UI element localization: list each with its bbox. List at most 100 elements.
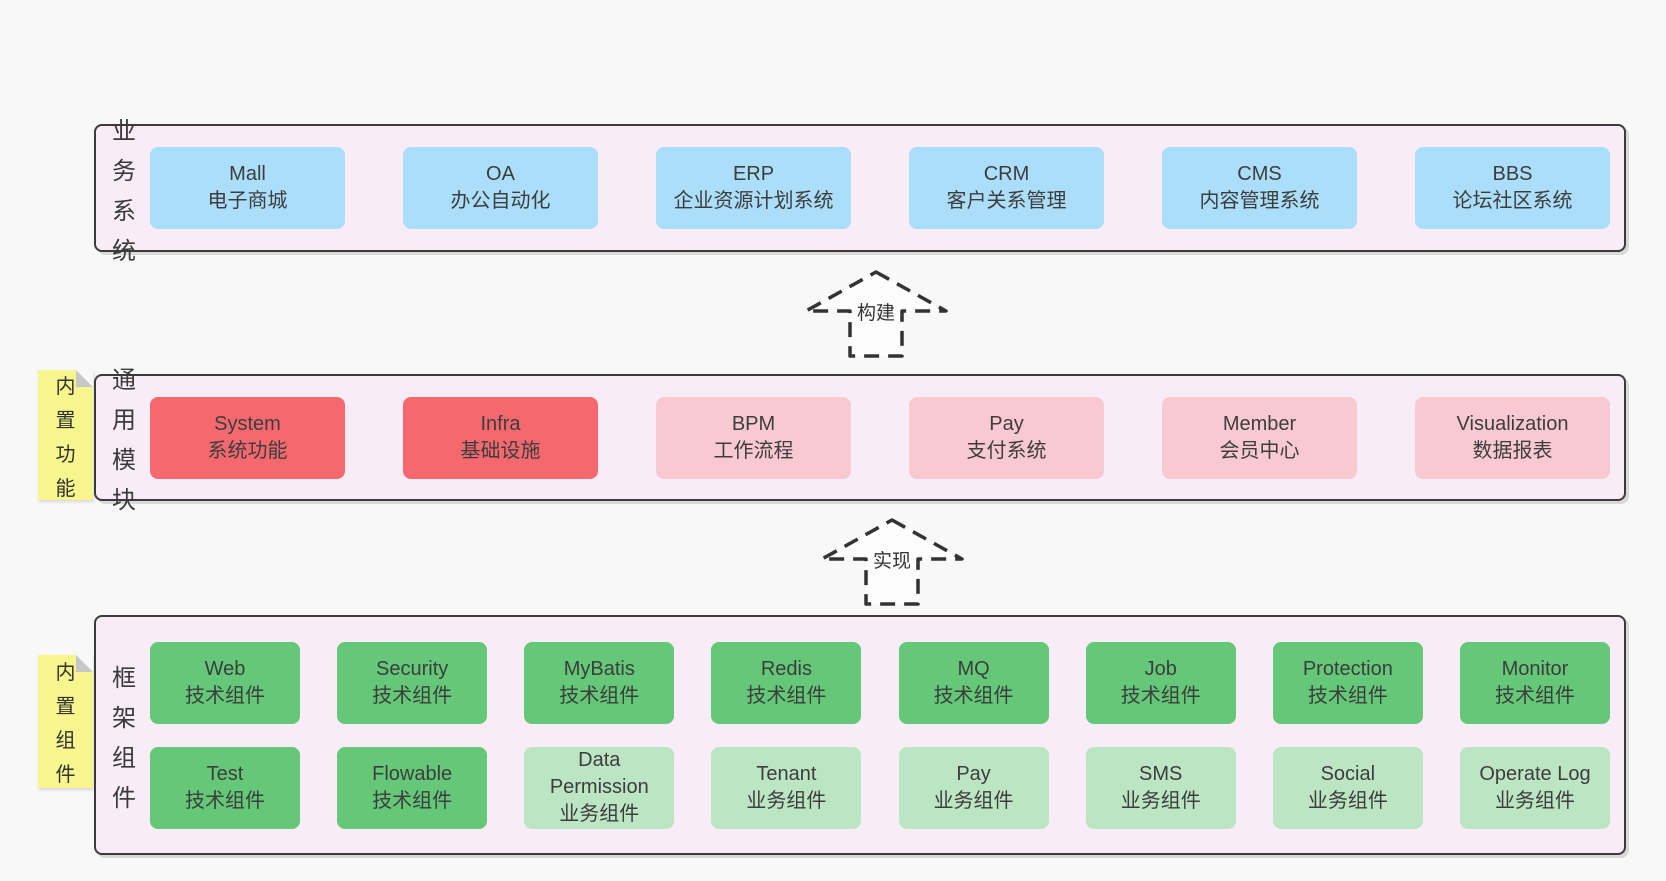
box-title: BPM [731, 412, 776, 435]
sticky-note-built-in-features: 内置功能 [38, 370, 93, 500]
vertical-char: 组 [55, 730, 76, 752]
box-subtitle: 业务组件 [1307, 789, 1388, 812]
box-subtitle: 技术组件 [933, 684, 1014, 707]
box-title: CMS [1237, 163, 1282, 185]
band-common-modules-label: 通用模块 [96, 367, 152, 514]
arrow-build: 构建 [803, 269, 949, 359]
box-subtitle: 技术组件 [1120, 684, 1201, 707]
box-title: Mall [229, 163, 266, 185]
box-subtitle: 业务组件 [559, 803, 640, 825]
vertical-char: 通 [112, 367, 136, 394]
vertical-char: 用 [112, 407, 136, 434]
vertical-char: 统 [112, 237, 136, 265]
box-title: Job [1144, 657, 1177, 680]
box-sms: SMS 业务组件 [1085, 746, 1236, 829]
box-subtitle: 基础设施 [460, 439, 541, 462]
vertical-char: 件 [112, 784, 136, 812]
box-title: CRM [983, 163, 1030, 185]
box-subtitle: 会员中心 [1219, 439, 1300, 462]
box-title: MyBatis [563, 657, 635, 680]
vertical-char: 组 [112, 744, 136, 772]
box-flowable: Flowable 技术组件 [337, 746, 488, 829]
sticky-note-built-in-components: 内置组件 [38, 655, 93, 788]
box-title: Data Permission [549, 749, 649, 798]
vertical-char: 置 [55, 696, 76, 718]
box-subtitle: 业务组件 [746, 789, 827, 812]
box-subtitle: 技术组件 [1307, 684, 1388, 707]
box-title: System [214, 412, 281, 435]
box-title: Redis [760, 657, 812, 680]
box-title: Social [1320, 762, 1376, 785]
box-subtitle: 技术组件 [1494, 684, 1575, 707]
box-oa: OA 办公自动化 [403, 147, 598, 229]
box-subtitle: 技术组件 [372, 684, 453, 707]
vertical-char: 务 [112, 157, 136, 185]
box-mybatis: MyBatis 技术组件 [524, 641, 675, 724]
vertical-char: 内 [55, 375, 76, 398]
box-data-permission: Data Permission 业务组件 [524, 746, 675, 829]
box-title: Monitor [1501, 657, 1569, 680]
vertical-char: 内 [55, 662, 76, 684]
box-title: SMS [1139, 762, 1183, 785]
box-subtitle: 支付系统 [966, 439, 1047, 462]
vertical-char: 置 [55, 409, 76, 432]
box-subtitle: 技术组件 [372, 789, 453, 812]
vertical-char: 系 [112, 197, 136, 225]
band-business-systems-label: 业务系统 [96, 118, 152, 265]
box-title: Security [376, 657, 449, 680]
box-pay: Pay 支付系统 [909, 396, 1104, 479]
box-subtitle: 技术组件 [746, 684, 827, 707]
box-title: Test [206, 762, 244, 785]
box-security: Security 技术组件 [337, 641, 488, 724]
box-subtitle: 论坛社区系统 [1452, 190, 1573, 212]
box-title: Protection [1302, 657, 1393, 680]
vertical-char: 件 [55, 764, 76, 786]
box-infra: Infra 基础设施 [403, 396, 598, 479]
box-subtitle: 业务组件 [1120, 789, 1201, 812]
box-redis: Redis 技术组件 [711, 641, 862, 724]
box-title: Tenant [756, 762, 817, 785]
box-title: Infra [480, 412, 521, 435]
vertical-char: 模 [112, 447, 136, 474]
vertical-char: 业 [112, 117, 136, 145]
box-social: Social 业务组件 [1272, 746, 1423, 829]
box-mall: Mall 电子商城 [150, 147, 345, 229]
box-subtitle: 电子商城 [207, 190, 288, 212]
box-subtitle: 技术组件 [185, 789, 265, 812]
box-mq: MQ 技术组件 [898, 641, 1049, 724]
vertical-char: 能 [55, 477, 76, 500]
box-tenant: Tenant 业务组件 [711, 746, 862, 829]
band-framework-components-label: 框架组件 [96, 617, 152, 853]
arrow-implement: 实现 [819, 517, 965, 607]
box-subtitle: 数据报表 [1472, 439, 1553, 462]
box-title: MQ [957, 657, 990, 680]
box-subtitle: 技术组件 [559, 684, 640, 707]
box-monitor: Monitor 技术组件 [1459, 641, 1610, 724]
box-subtitle: 技术组件 [185, 684, 265, 707]
box-title: OA [486, 163, 515, 185]
box-subtitle: 办公自动化 [450, 190, 551, 212]
box-title: Pay [989, 412, 1024, 435]
box-subtitle: 工作流程 [713, 439, 794, 462]
vertical-char: 架 [112, 704, 136, 732]
box-title: Flowable [372, 762, 453, 785]
arrow-implement-label: 实现 [868, 545, 916, 574]
